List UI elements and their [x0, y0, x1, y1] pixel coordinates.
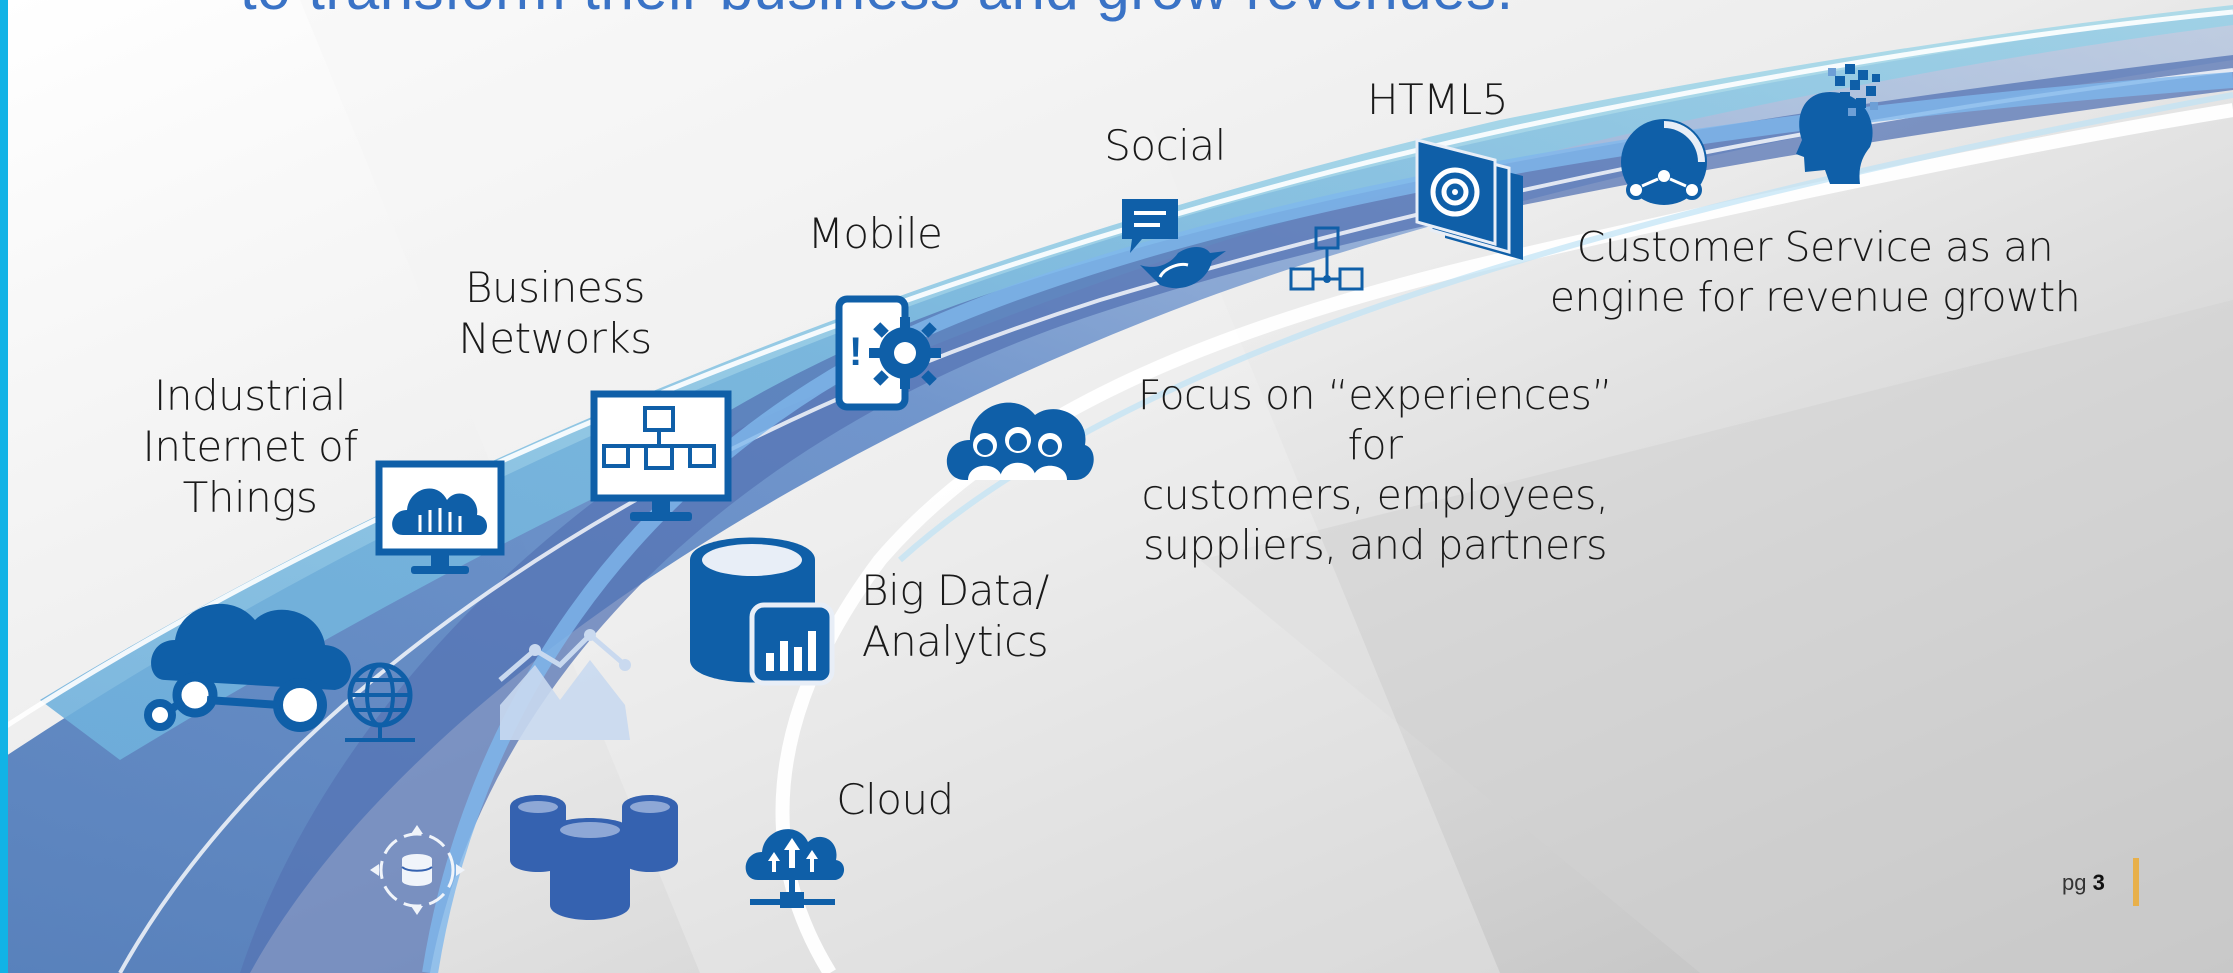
network-nodes-icon — [1289, 226, 1364, 291]
page-number: pg 3 — [2062, 870, 2105, 896]
cloud-network-icon — [144, 603, 352, 732]
label-html5: HTML5 — [1366, 75, 1509, 124]
head-pixel-icon — [1796, 64, 1880, 184]
database-cluster-icon — [510, 795, 678, 920]
mountain-chart-icon — [498, 629, 631, 740]
mobile-gear-icon: ! — [835, 295, 941, 411]
accent-bar — [0, 0, 8, 973]
label-social: Social — [1104, 121, 1226, 170]
label-mobile: Mobile — [807, 209, 943, 258]
page-number-value: 3 — [2092, 870, 2105, 895]
label-focus-experiences: Focus on “experiences” for customers, em… — [1137, 371, 1613, 570]
label-customer-service: Customer Service as an engine for revenu… — [1549, 223, 2081, 322]
data-sync-icon — [370, 825, 465, 915]
database-analytics-icon — [690, 537, 835, 686]
business-network-icon — [590, 390, 732, 521]
monitor-cloud-icon — [375, 460, 505, 574]
page-marker-bar — [2133, 858, 2139, 906]
html5-target-icon — [1415, 138, 1523, 260]
cloud-upload-icon — [745, 829, 845, 908]
slide-headline: to transform their business and grow rev… — [240, 0, 1514, 23]
label-business-networks: Business Networks — [458, 263, 652, 364]
people-cloud-icon — [946, 402, 1094, 480]
svg-text:!: ! — [849, 330, 862, 374]
chat-bird-icon — [1122, 199, 1226, 289]
label-industrial-iot: Industrial Internet of Things — [142, 371, 358, 523]
globe-network-icon — [345, 662, 415, 742]
label-big-data: Big Data/ Analytics — [861, 566, 1049, 667]
page-number-prefix: pg — [2062, 870, 2087, 895]
label-cloud: Cloud — [836, 775, 954, 824]
pie-chart-nodes-icon — [1621, 119, 1707, 205]
